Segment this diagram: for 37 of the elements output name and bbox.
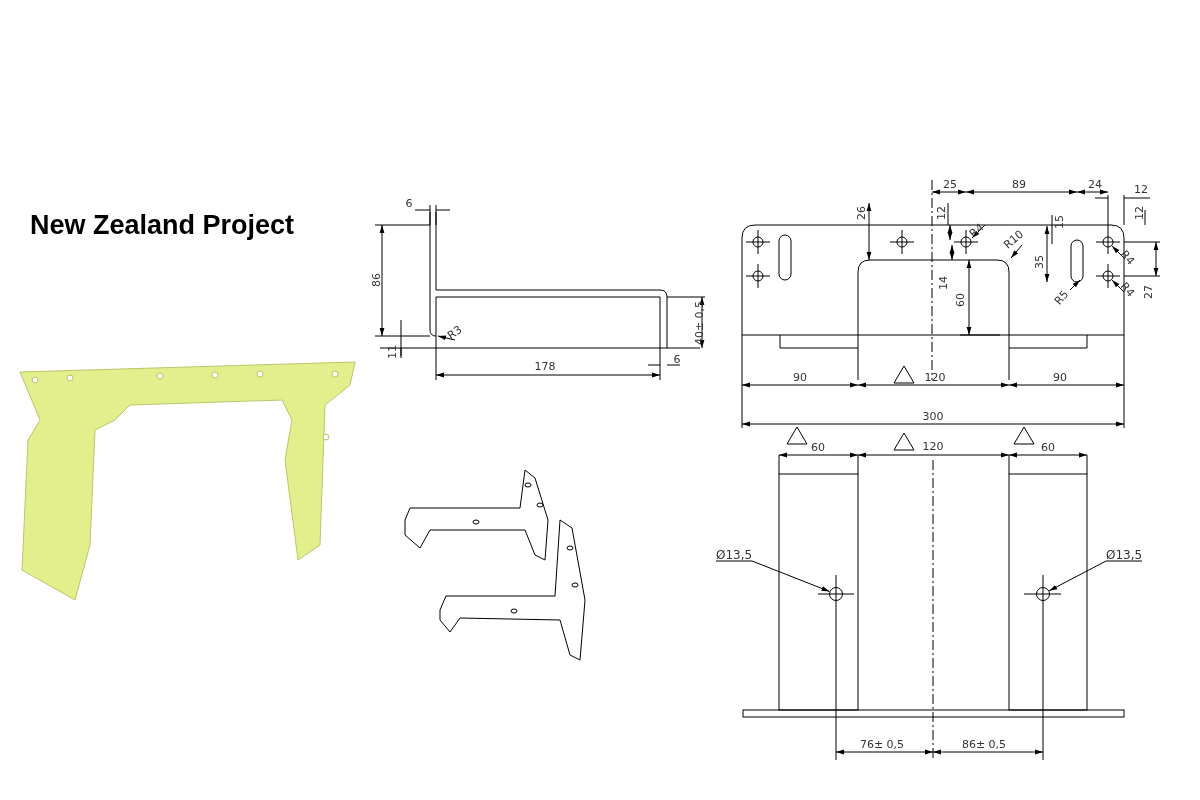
dimension-label: 14 [938,276,950,290]
dimension-label: 12 [1134,184,1148,196]
dimension-label: 11 [387,345,399,359]
dimension-label: 86 [371,273,383,287]
dimension-label: 15 [1054,215,1066,229]
dimension-label: 6 [405,198,413,210]
dimension-label: 60 [811,442,825,454]
dimension-label: 25 [943,179,957,191]
dimension-label: 89 [1012,179,1026,191]
dimension-label: R5 [1052,288,1072,308]
dimension-label: R4 [1117,248,1137,268]
dimension-label: 120 [924,372,946,384]
dimension-label: 12 [936,206,948,220]
hole-diameter-label: Ø13,5 [1106,549,1143,561]
dimension-label: 76± 0,5 [859,739,905,751]
leader-line [715,560,830,592]
dimension-label: 90 [793,372,807,384]
dimension-label: 35 [1034,255,1046,269]
dimension-label: 40± 0,5 [694,300,706,346]
dimension-label: 24 [1088,179,1102,191]
dimension-label: 27 [1143,285,1155,299]
leader-line [1048,560,1143,592]
dimension-label: R3 [445,323,465,343]
dimension-label: 12 [1134,206,1146,220]
dimension-label: 90 [1053,372,1067,384]
title: New Zealand Project [30,210,295,241]
dimension-label: 6 [673,354,681,366]
dimension-label: 26 [856,206,868,220]
dimension-label: 300 [922,411,944,423]
dimension-label: 120 [922,441,944,453]
dimension-label: R4 [967,221,987,241]
dimension-label: R4 [1117,280,1137,300]
dimension-label: 60 [955,293,967,307]
dimension-label: 60 [1041,442,1055,454]
hole-diameter-label: Ø13,5 [716,549,753,561]
dimension-label: 86± 0,5 [961,739,1007,751]
dimension-label: 178 [534,361,556,373]
